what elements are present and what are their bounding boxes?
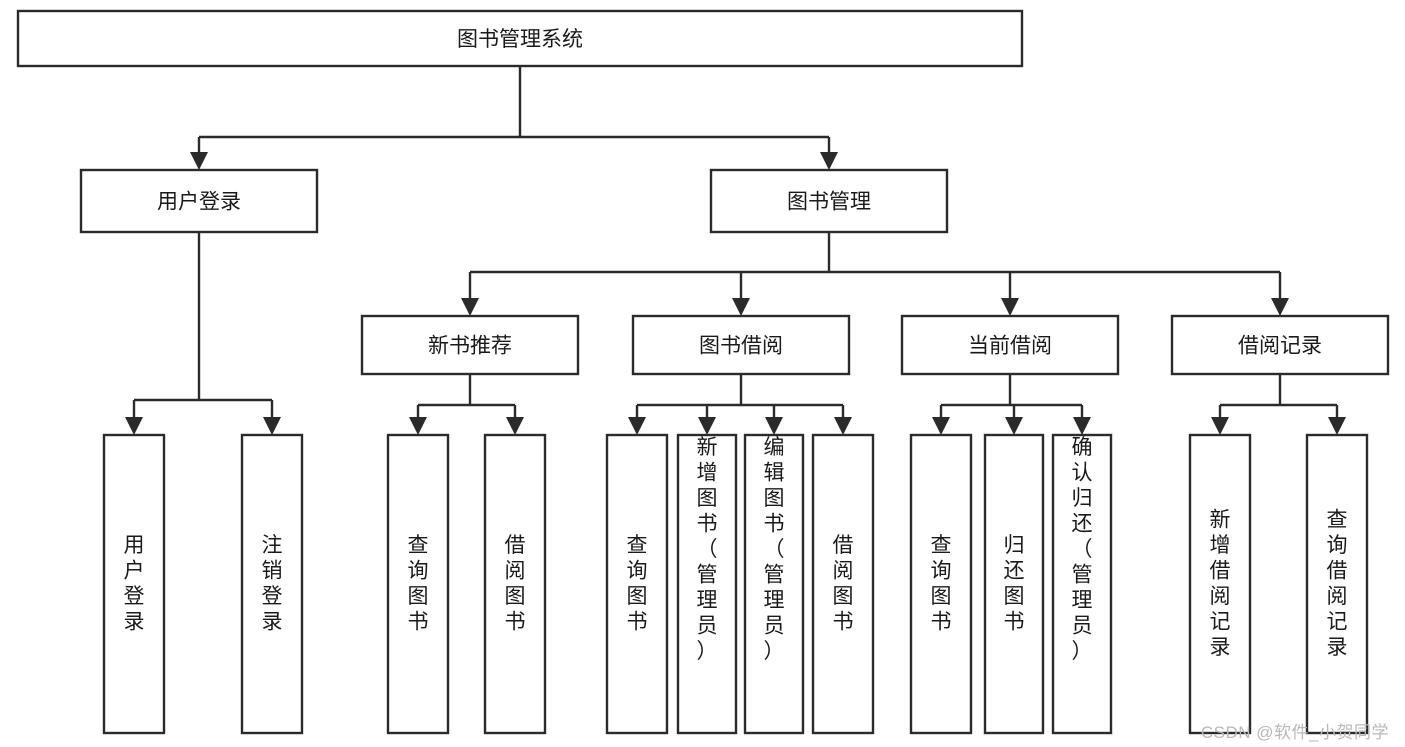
node-box-current-borrow — [900, 314, 1120, 376]
node-new-book-recommend[interactable]: 新书推荐 — [360, 314, 580, 376]
node-label-book-borrow: 图书借阅 — [699, 335, 783, 358]
node-label-leaf-add-record: 新增借阅记录 — [1210, 509, 1231, 660]
connector-arrowhead — [628, 417, 646, 435]
node-box-user-login — [79, 168, 319, 234]
node-label-leaf-logout: 注销登录 — [262, 534, 283, 634]
connector-arrowhead — [263, 417, 281, 435]
node-box-leaf-borrow-book-2 — [811, 433, 875, 735]
connector-arrowhead — [190, 152, 208, 170]
node-current-borrow[interactable]: 当前借阅 — [900, 314, 1120, 376]
node-layer: 图书管理系统用户登录图书管理新书推荐图书借阅当前借阅借阅记录用户登录注销登录查询… — [16, 9, 1390, 735]
connector-arrowhead — [1328, 417, 1346, 435]
node-label-book-manage: 图书管理 — [787, 191, 871, 214]
node-label-current-borrow: 当前借阅 — [968, 335, 1052, 358]
connector-arrowhead — [461, 298, 479, 316]
node-box-leaf-query-book-2 — [605, 433, 669, 735]
node-box-book-manage — [709, 168, 949, 234]
node-leaf-query-book-2[interactable]: 查询图书 — [605, 433, 669, 735]
node-label-new-book-recommend: 新书推荐 — [428, 335, 512, 358]
node-box-new-book-recommend — [360, 314, 580, 376]
node-box-leaf-query-book-1 — [386, 433, 450, 735]
node-book-borrow[interactable]: 图书借阅 — [631, 314, 851, 376]
node-label-leaf-query-book-1: 查询图书 — [408, 534, 429, 634]
node-label-leaf-query-book-2: 查询图书 — [627, 534, 648, 634]
node-label-leaf-user-login: 用户登录 — [124, 534, 145, 634]
node-leaf-logout[interactable]: 注销登录 — [240, 433, 304, 735]
node-box-leaf-borrow-book-1 — [483, 433, 547, 735]
node-leaf-add-record[interactable]: 新增借阅记录 — [1188, 433, 1252, 735]
connector-arrowhead — [765, 417, 783, 435]
connector-arrowhead — [698, 417, 716, 435]
node-box-leaf-edit-book — [743, 433, 805, 735]
node-label-leaf-query-book-3: 查询图书 — [931, 534, 952, 634]
node-label-leaf-borrow-book-1: 借阅图书 — [505, 534, 526, 634]
node-box-leaf-query-record — [1305, 433, 1369, 735]
node-box-borrow-record — [1170, 314, 1390, 376]
node-box-leaf-return-book — [983, 433, 1045, 735]
connector-arrowhead — [820, 152, 838, 170]
node-label-leaf-confirm-return: 确认归还（管理员） — [1072, 436, 1093, 663]
node-box-leaf-add-record — [1188, 433, 1252, 735]
watermark-label: CSDN @软件_小贺同学 — [1200, 723, 1389, 742]
node-root[interactable]: 图书管理系统 — [16, 9, 1024, 68]
node-leaf-query-book-3[interactable]: 查询图书 — [909, 433, 973, 735]
node-leaf-edit-book[interactable]: 编辑图书（管理员） — [743, 433, 805, 735]
connector-arrowhead — [1271, 298, 1289, 316]
connector-arrowhead — [409, 417, 427, 435]
node-label-leaf-edit-book: 编辑图书（管理员） — [764, 436, 785, 663]
node-label-leaf-return-book: 归还图书 — [1004, 534, 1025, 634]
node-box-leaf-confirm-return — [1051, 433, 1113, 735]
node-leaf-query-book-1[interactable]: 查询图书 — [386, 433, 450, 735]
connector-arrowhead — [932, 417, 950, 435]
node-box-book-borrow — [631, 314, 851, 376]
node-box-leaf-user-login — [102, 433, 166, 735]
node-borrow-record[interactable]: 借阅记录 — [1170, 314, 1390, 376]
node-label-leaf-borrow-book-2: 借阅图书 — [833, 534, 854, 634]
connector-layer — [125, 66, 1346, 435]
connector-arrowhead — [1073, 417, 1091, 435]
node-box-leaf-query-book-3 — [909, 433, 973, 735]
node-user-login[interactable]: 用户登录 — [79, 168, 319, 234]
connector-arrowhead — [1211, 417, 1229, 435]
node-box-leaf-logout — [240, 433, 304, 735]
node-leaf-return-book[interactable]: 归还图书 — [983, 433, 1045, 735]
node-leaf-confirm-return[interactable]: 确认归还（管理员） — [1051, 433, 1113, 735]
node-box-leaf-add-book — [676, 433, 738, 735]
node-label-leaf-query-record: 查询借阅记录 — [1327, 509, 1348, 660]
node-box-root — [16, 9, 1024, 68]
node-leaf-borrow-book-2[interactable]: 借阅图书 — [811, 433, 875, 735]
node-label-user-login: 用户登录 — [157, 191, 241, 214]
connector-arrowhead — [125, 417, 143, 435]
node-leaf-query-record[interactable]: 查询借阅记录 — [1305, 433, 1369, 735]
node-label-root: 图书管理系统 — [457, 28, 583, 51]
connector-arrowhead — [1001, 298, 1019, 316]
connector-arrowhead — [732, 298, 750, 316]
node-leaf-user-login[interactable]: 用户登录 — [102, 433, 166, 735]
node-leaf-borrow-book-1[interactable]: 借阅图书 — [483, 433, 547, 735]
node-label-borrow-record: 借阅记录 — [1238, 335, 1322, 358]
node-leaf-add-book[interactable]: 新增图书（管理员） — [676, 433, 738, 735]
node-book-manage[interactable]: 图书管理 — [709, 168, 949, 234]
connector-arrowhead — [1005, 417, 1023, 435]
connector-arrowhead — [506, 417, 524, 435]
connector-arrowhead — [834, 417, 852, 435]
node-label-leaf-add-book: 新增图书（管理员） — [697, 436, 718, 663]
